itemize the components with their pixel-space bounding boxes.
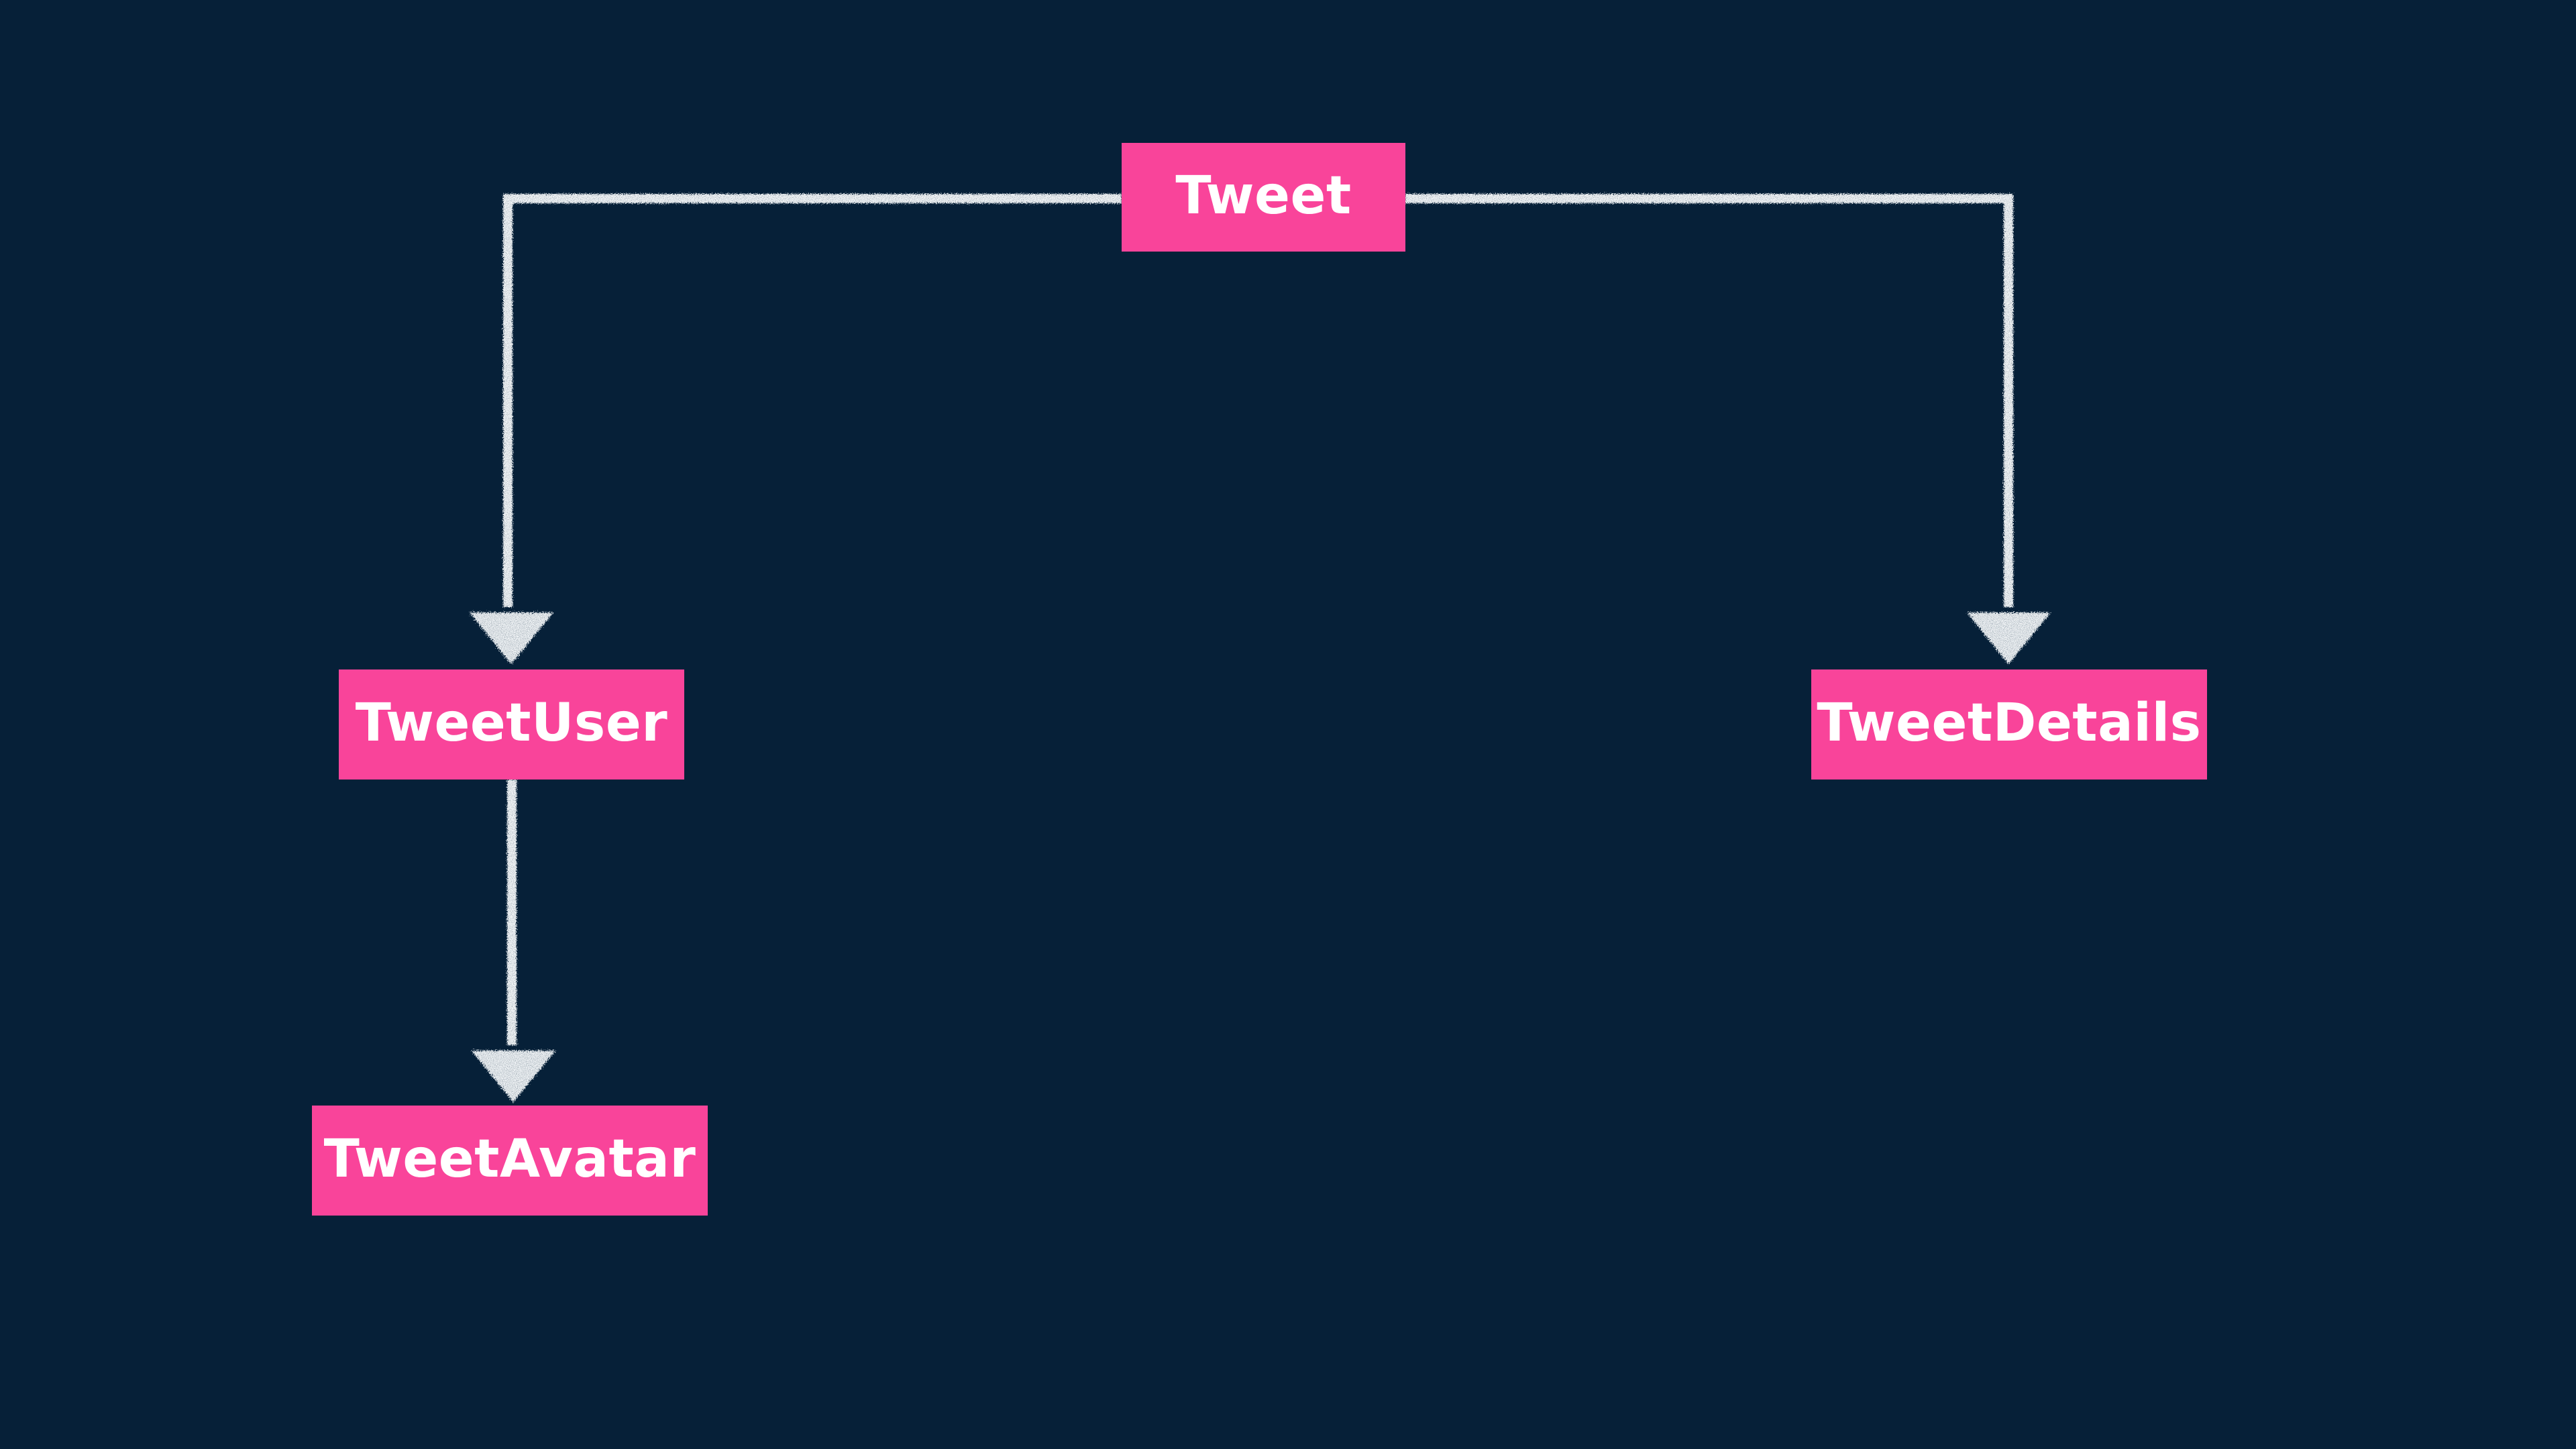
node-tweetuser-label: TweetUser — [355, 693, 668, 753]
arrowhead-tweetavatar-icon — [472, 1051, 555, 1102]
arrowhead-tweetdetails-icon — [1967, 612, 2051, 664]
node-tweet[interactable]: Tweet — [1122, 143, 1405, 252]
edge-path-tweet-tweetdetails — [1405, 194, 2013, 607]
node-tweetavatar-label: TweetAvatar — [323, 1129, 696, 1189]
node-tweetdetails-label: TweetDetails — [1817, 693, 2202, 753]
node-tweetdetails[interactable]: TweetDetails — [1811, 669, 2207, 780]
node-tweetavatar[interactable]: TweetAvatar — [312, 1106, 708, 1216]
node-tweetuser[interactable]: TweetUser — [339, 669, 684, 780]
arrowhead-tweetuser-icon — [470, 612, 553, 664]
edge-path-tweet-tweetuser — [503, 194, 1122, 607]
node-tweet-label: Tweet — [1175, 166, 1352, 226]
